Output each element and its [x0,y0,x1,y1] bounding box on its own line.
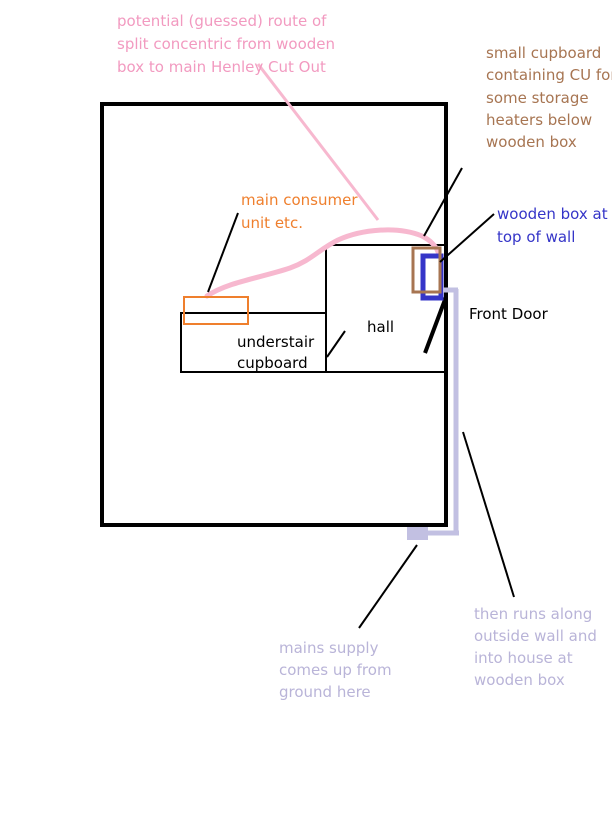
wooden-box-line-1: wooden box at [497,205,608,223]
cupboard-note-line-5: wooden box [486,133,577,151]
annotation-pointers [207,167,515,629]
route-note-line-3: box to main Henley Cut Out [117,58,326,76]
understair-cupboard-outline [180,312,327,373]
mains-supply-note-label: mains supply comes up from ground here [279,639,396,701]
route-note-line-1: potential (guessed) route of [117,12,327,30]
guessed-cable-route [204,227,441,299]
mains-supply-cable [407,287,459,540]
route-note-label: potential (guessed) route of split conce… [117,12,340,76]
outside-wall-note-label: then runs along outside wall and into ho… [474,605,602,689]
route-note-line-2: split concentric from wooden [117,35,335,53]
consumer-unit-line-1: main consumer [241,191,358,209]
cupboard-note-label: small cupboard containing CU for some st… [486,44,612,151]
wooden-box-line-2: top of wall [497,228,575,246]
understair-line-1: understair [237,333,315,351]
hall-label: hall [367,318,394,336]
cupboard-note-line-2: containing CU for [486,66,612,84]
mains-supply-line-2: comes up from [279,661,392,679]
house-outline [100,102,448,527]
outside-wall-line-4: wooden box [474,671,565,689]
cupboard-note-line-1: small cupboard [486,44,601,62]
front-door-label: Front Door [469,305,549,323]
understair-label: understair cupboard [237,333,319,372]
outside-wall-line-3: into house at [474,649,573,667]
cupboard-note-line-3: some storage [486,89,589,107]
understair-line-2: cupboard [237,354,308,372]
main-consumer-unit [183,296,249,325]
small-cupboard [411,246,442,294]
hall-walls [325,244,446,373]
cupboard-note-line-4: heaters below [486,111,592,129]
mains-supply-line-3: ground here [279,683,371,701]
mains-supply-line-1: mains supply [279,639,379,657]
consumer-unit-line-2: unit etc. [241,214,303,232]
route-note-pointer [256,63,380,221]
outside-wall-line-1: then runs along [474,605,592,623]
front-door [423,296,448,354]
consumer-unit-label: main consumer unit etc. [241,191,362,232]
wooden-box-label: wooden box at top of wall [497,205,612,246]
outside-wall-line-2: outside wall and [474,627,597,645]
